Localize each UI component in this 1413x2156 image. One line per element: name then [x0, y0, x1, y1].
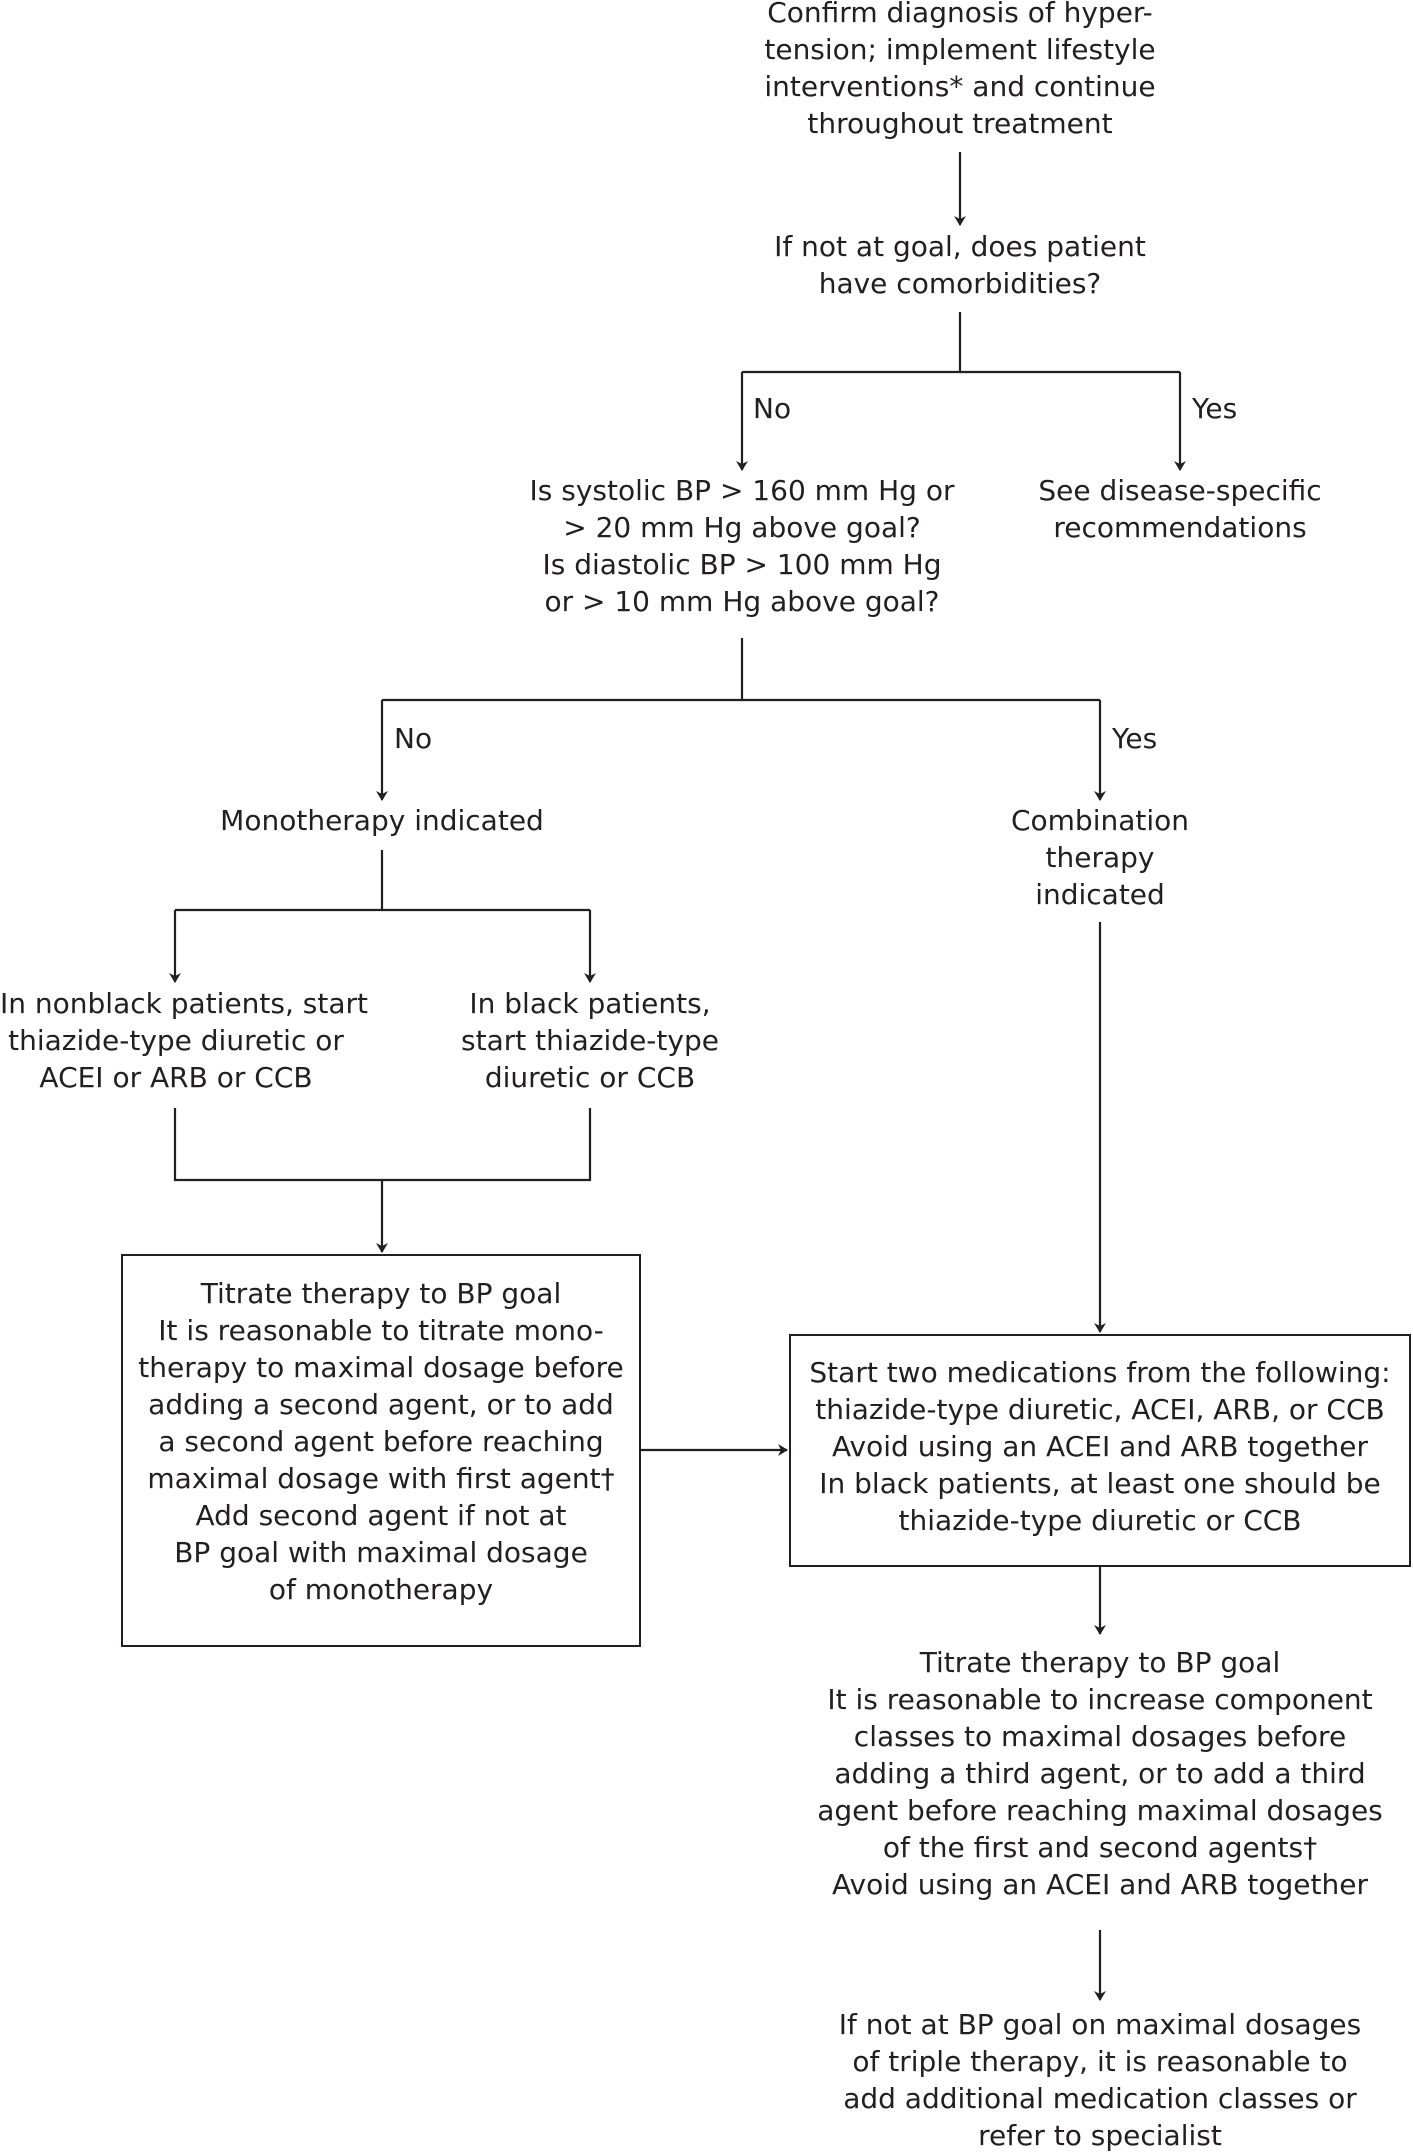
- node-start-two-line: Start two medications from the following…: [809, 1356, 1391, 1389]
- branch-bp-no: No: [394, 722, 433, 755]
- node-bp-question-line: Is systolic BP > 160 mm Hg or: [529, 474, 955, 507]
- node-black-line: In black patients,: [469, 987, 711, 1020]
- node-titrate-combo-line: Avoid using an ACEI and ARB together: [832, 1868, 1368, 1901]
- node-nonblack-line: thiazide-type diuretic or: [8, 1024, 344, 1057]
- node-confirm-diagnosis-line: throughout treatment: [807, 107, 1113, 140]
- node-confirm-diagnosis-line: Confirm diagnosis of hyper-: [767, 0, 1153, 29]
- node-titrate-combo-line: agent before reaching maximal dosages: [817, 1794, 1383, 1827]
- node-combination-line: indicated: [1035, 878, 1165, 911]
- node-bp-question-line: or > 10 mm Hg above goal?: [544, 585, 940, 618]
- node-black-line: diuretic or CCB: [484, 1061, 696, 1094]
- node-triple-therapy-line: If not at BP goal on maximal dosages: [838, 2008, 1362, 2041]
- node-black-line: start thiazide-type: [461, 1024, 719, 1057]
- node-bp-question: Is systolic BP > 160 mm Hg or > 20 mm Hg …: [522, 472, 962, 620]
- node-disease-specific-line: recommendations: [1053, 511, 1307, 544]
- titrate-mono-box: [121, 1254, 641, 1647]
- connector-merge-right: [382, 1108, 592, 1182]
- node-confirm-diagnosis: Confirm diagnosis of hyper-tension; impl…: [710, 0, 1210, 142]
- node-start-two-line: In black patients, at least one should b…: [819, 1467, 1381, 1500]
- node-titrate-mono-line: adding a second agent, or to add: [148, 1388, 614, 1421]
- node-triple-therapy-line: of triple therapy, it is reasonable to: [852, 2045, 1348, 2078]
- node-start-two-line: Avoid using an ACEI and ARB together: [832, 1430, 1368, 1463]
- node-comorbidities-question-line: If not at goal, does patient: [774, 230, 1146, 263]
- branch-comorbid-yes: Yes: [1192, 392, 1238, 425]
- node-nonblack-line: In nonblack patients, start: [0, 987, 368, 1020]
- node-nonblack: In nonblack patients, start thiazide-type…: [0, 985, 368, 1096]
- node-titrate-mono: Titrate therapy to BP goal It is reasonab…: [121, 1275, 641, 1608]
- node-black: In black patients, start thiazide-type diu…: [430, 985, 750, 1096]
- node-titrate-mono-line: Add second agent if not at: [195, 1499, 567, 1532]
- branch-bp-yes: Yes: [1112, 722, 1158, 755]
- node-titrate-combo-line: Titrate therapy to BP goal: [919, 1646, 1281, 1679]
- node-start-two-line: thiazide-type diuretic or CCB: [898, 1504, 1302, 1537]
- node-monotherapy: Monotherapy indicated: [182, 802, 582, 839]
- node-start-two-line: thiazide-type diuretic, ACEI, ARB, or CC…: [815, 1393, 1385, 1426]
- node-titrate-mono-line: of monotherapy: [268, 1573, 494, 1606]
- start-two-box: [789, 1334, 1411, 1567]
- node-titrate-mono-line: maximal dosage with first agent†: [147, 1462, 615, 1495]
- branch-comorbid-no: No: [753, 392, 792, 425]
- node-titrate-mono-line: a second agent before reaching: [158, 1425, 604, 1458]
- node-titrate-combo: Titrate therapy to BP goal It is reasonab…: [780, 1644, 1413, 1903]
- node-comorbidities-question: If not at goal, does patient have comorbi…: [710, 228, 1210, 302]
- node-titrate-mono-line: therapy to maximal dosage before: [138, 1351, 624, 1384]
- node-comorbidities-question-line: have comorbidities?: [818, 267, 1102, 300]
- node-titrate-combo-line: It is reasonable to increase component: [827, 1683, 1373, 1716]
- node-disease-specific: See disease-specific recommendations: [1000, 472, 1360, 546]
- node-confirm-diagnosis-line: interventions* and continue: [764, 70, 1156, 103]
- node-bp-question-line: Is diastolic BP > 100 mm Hg: [542, 548, 942, 581]
- node-titrate-combo-line: classes to maximal dosages before: [853, 1720, 1347, 1753]
- connector-merge-left: [173, 1108, 382, 1182]
- connector-bp-split: [382, 638, 744, 702]
- node-start-two: Start two medications from the following…: [789, 1354, 1411, 1539]
- node-monotherapy-line: Monotherapy indicated: [220, 804, 544, 837]
- node-combination: Combination therapy indicated: [960, 802, 1240, 913]
- node-triple-therapy-line: refer to specialist: [978, 2119, 1222, 2152]
- connector-mono-split: [175, 850, 384, 912]
- connector-comorbid-split: [742, 312, 962, 374]
- node-triple-therapy-line: add additional medication classes or: [843, 2082, 1357, 2115]
- node-bp-question-line: > 20 mm Hg above goal?: [563, 511, 921, 544]
- node-combination-line: therapy: [1045, 841, 1155, 874]
- node-combination-line: Combination: [1010, 804, 1190, 837]
- node-disease-specific-line: See disease-specific: [1038, 474, 1322, 507]
- node-titrate-combo-line: of the first and second agents†: [882, 1831, 1318, 1864]
- node-nonblack-line: ACEI or ARB or CCB: [39, 1061, 313, 1094]
- node-titrate-mono-line: It is reasonable to titrate mono-: [158, 1314, 604, 1347]
- node-titrate-mono-line: BP goal with maximal dosage: [174, 1536, 588, 1569]
- node-titrate-combo-line: adding a third agent, or to add a third: [834, 1757, 1366, 1790]
- node-triple-therapy: If not at BP goal on maximal dosages of t…: [800, 2006, 1400, 2154]
- node-confirm-diagnosis-line: tension; implement lifestyle: [764, 33, 1156, 66]
- node-titrate-mono-line: Titrate therapy to BP goal: [200, 1277, 562, 1310]
